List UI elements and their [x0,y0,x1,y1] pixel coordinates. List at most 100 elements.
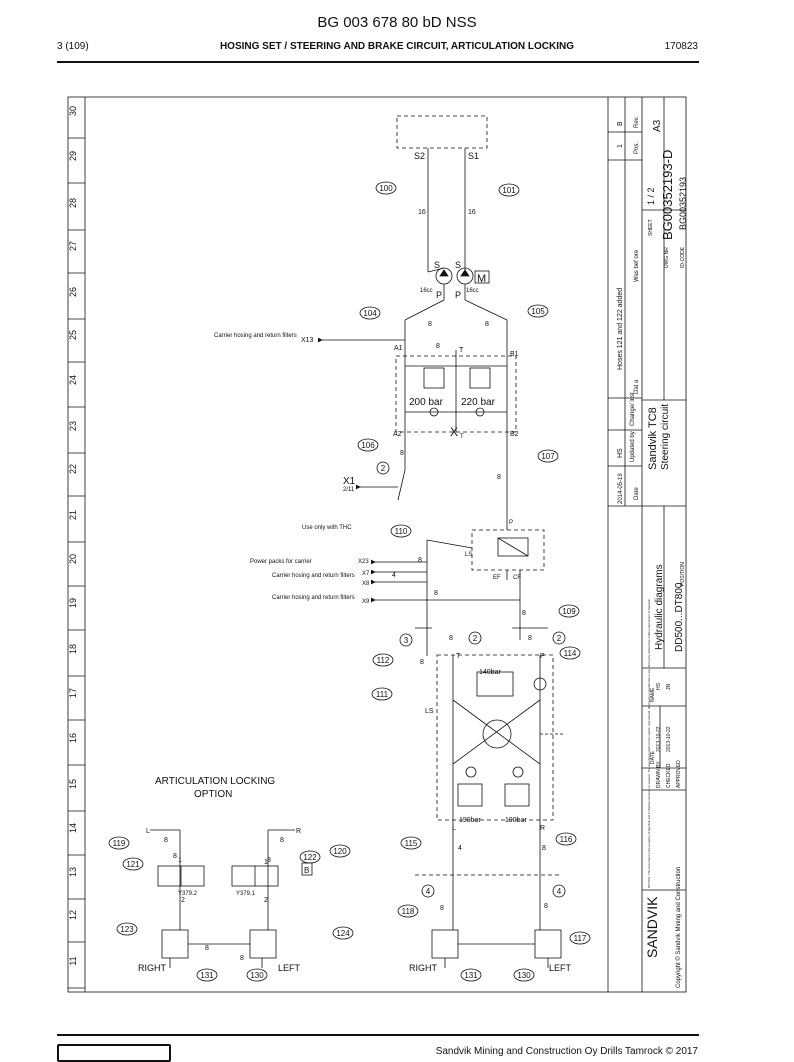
hose-size: 8 [522,610,526,617]
connection-x8: X8 [362,581,370,587]
side-label: RIGHT [138,963,167,973]
hose-tag: 118 [402,907,415,916]
port-p: P [455,290,461,300]
port-p: P [436,290,442,300]
checked-label: CHECKED [666,763,672,788]
drawn-date: 2013-10-22 [656,726,662,752]
hose-size: 1 [178,857,182,864]
callout-number: 4 [426,887,431,896]
connection-x9: X9 [362,599,370,605]
port-s1: S1 [468,151,479,161]
revision-date: 170823 [664,41,698,52]
zone-number: 25 [68,330,78,340]
hose-size: 8 [267,857,271,864]
port-t: T [459,347,464,354]
id-label: ID-CODE [680,246,686,268]
connection-label: Power packs for carrier [250,559,312,565]
rev-label: Rev. [634,116,640,128]
confidentiality-notice: NOTICE: This document is the property of… [647,598,651,888]
pos-label: Pos. [634,142,640,154]
id-code: BG00352193 [678,177,688,230]
connection-x23: X23 [358,559,369,565]
updated-by: HS [617,448,624,458]
hose-size: 4 [392,572,396,579]
date-label: DATE [650,750,656,764]
port-ls: LS [465,552,472,558]
port-s: S [434,260,440,270]
hose-size: 8 [449,635,453,642]
callout-number: 3 [404,636,409,645]
callout-number: 2 [473,634,478,643]
hose-tag-outline [558,604,580,618]
side-label: RIGHT [409,963,438,973]
pressure-setting: 140bar [479,669,501,676]
hose-size: 1 [264,859,268,866]
hose-tag: 119 [113,839,126,848]
hose-size: 8 [418,557,422,564]
hose-size: 2 [264,897,268,904]
port-xt-sub: T [460,434,464,440]
port-cf: CF [513,575,521,581]
hose-size: 8 [485,321,489,328]
zone-number: 20 [68,554,78,564]
change-label: Change/ inst . [630,389,636,426]
hose-tag-outline [246,968,268,982]
connection-label: Carrier hosing and return filters [272,573,355,579]
side-label: LEFT [278,963,301,973]
drawn-label: DRAWN BY [656,761,662,788]
hose-tag-outline [559,646,581,660]
port-a1: A1 [394,345,403,352]
port-b2: B2 [510,431,519,438]
copyright: Copyright © Sandvik Mining and Construct… [675,867,682,988]
sheet-label: SHEET [648,219,654,236]
sandvik-logo [57,1044,171,1062]
hose-size: 16 [418,209,426,216]
port-xt: X [450,425,458,439]
port-s: S [455,260,461,270]
footer-company: Sandvik Mining and Construction Oy Drill… [435,1046,698,1057]
hose-tag: 115 [405,839,418,848]
hose-size: 8 [436,343,440,350]
hose-tag: 112 [377,656,390,665]
hose-tag: 124 [336,929,350,938]
hose-tag: 130 [250,971,264,980]
connection-label: Carrier hosing and return filters [214,333,297,339]
pressure-setting: 220 bar [461,397,496,408]
hose-tag: 116 [560,835,573,844]
connection-x7: X7 [362,571,370,577]
footer-rule [57,1034,699,1036]
displacement: 16cc [420,288,433,294]
hose-tag: 101 [502,186,516,195]
drawing-frame [67,96,687,993]
hose-tag: 117 [574,934,587,943]
hose-size: 8 [542,845,546,852]
thc-note: Use only with THC [302,525,352,531]
callout-circle [376,461,390,475]
hose-tag-outline [329,844,351,858]
hose-tag-outline [359,306,381,320]
dwg-label: DWG NR [664,247,670,268]
hose-size: 8 [497,474,501,481]
hose-size: 2 [181,897,185,904]
hose-tag-outline [400,836,422,850]
port-p: P [540,653,545,660]
connection-x1-sheet: 2/11 [343,487,355,493]
zone-number: 18 [68,644,78,654]
zone-number: 24 [68,375,78,385]
hose-tag-outline [122,857,144,871]
zone-number: 28 [68,198,78,208]
hose-tag-outline [390,524,412,538]
hose-tag: 131 [464,971,478,980]
checked-by: JN [666,684,672,691]
hose-tag-outline [537,449,559,463]
hose-tag: 106 [361,441,375,450]
hose-tag-outline [357,438,379,452]
position-label: POSITION [680,562,686,586]
port-a2: A2 [393,431,402,438]
hose-size: 8 [280,837,284,844]
callout-number: 2 [557,634,562,643]
zone-number: 13 [68,867,78,877]
port-ls: LS [425,708,434,715]
